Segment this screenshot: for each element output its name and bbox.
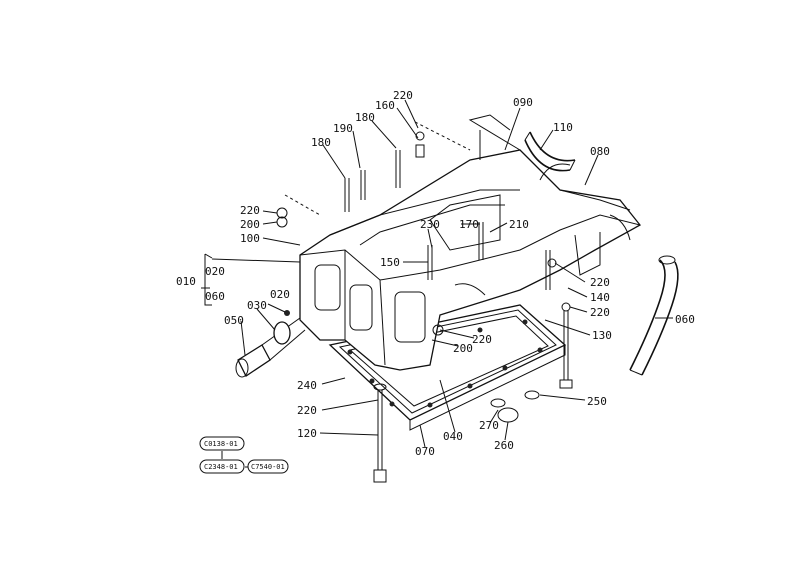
callout-170: 170 — [459, 218, 479, 231]
callout-220: 220 — [590, 306, 610, 319]
bearing-cap — [524, 131, 576, 172]
callout-labels: 220 160 090 190 180 110 180 080 220 200 … — [176, 89, 695, 458]
callout-200: 200 — [240, 218, 260, 231]
callout-050: 050 — [224, 314, 244, 327]
reference-codes: C0138-01 C2348-01 C7540-01 — [199, 436, 289, 474]
callout-160: 160 — [375, 99, 395, 112]
callout-140: 140 — [590, 291, 610, 304]
callout-220: 220 — [393, 89, 413, 102]
callout-090: 090 — [513, 96, 533, 109]
callout-100: 100 — [240, 232, 260, 245]
callout-150: 150 — [380, 256, 400, 269]
ref-code-bottom-right: C7540-01 — [251, 463, 285, 471]
callout-230: 230 — [420, 218, 440, 231]
callout-250: 250 — [587, 395, 607, 408]
callout-020: 020 — [270, 288, 290, 301]
plug-and-seal — [235, 310, 306, 378]
callout-040: 040 — [443, 430, 463, 443]
callout-220: 220 — [297, 404, 317, 417]
callout-190: 190 — [333, 122, 353, 135]
callout-020: 020 — [205, 265, 225, 278]
callout-120: 120 — [297, 427, 317, 440]
callout-240: 240 — [297, 379, 317, 392]
leader-lines — [201, 99, 673, 448]
callout-200: 200 — [453, 342, 473, 355]
callout-070: 070 — [415, 445, 435, 458]
callout-130: 130 — [592, 329, 612, 342]
callout-010: 010 — [176, 275, 196, 288]
studs-and-bolts — [276, 131, 573, 483]
callout-210: 210 — [509, 218, 529, 231]
callout-180: 180 — [355, 111, 375, 124]
callout-270: 270 — [479, 419, 499, 432]
callout-220: 220 — [472, 333, 492, 346]
hose — [629, 255, 679, 376]
callout-030: 030 — [247, 299, 267, 312]
callout-180: 180 — [311, 136, 331, 149]
callout-060: 060 — [675, 313, 695, 326]
callout-080: 080 — [590, 145, 610, 158]
callout-220: 220 — [240, 204, 260, 217]
callout-110: 110 — [553, 121, 573, 134]
ref-code-top: C0138-01 — [204, 440, 238, 448]
callout-260: 260 — [494, 439, 514, 452]
callout-220: 220 — [590, 276, 610, 289]
ref-code-bottom-left: C2348-01 — [204, 463, 238, 471]
crankcase-block — [299, 114, 641, 371]
callout-060: 060 — [205, 290, 225, 303]
